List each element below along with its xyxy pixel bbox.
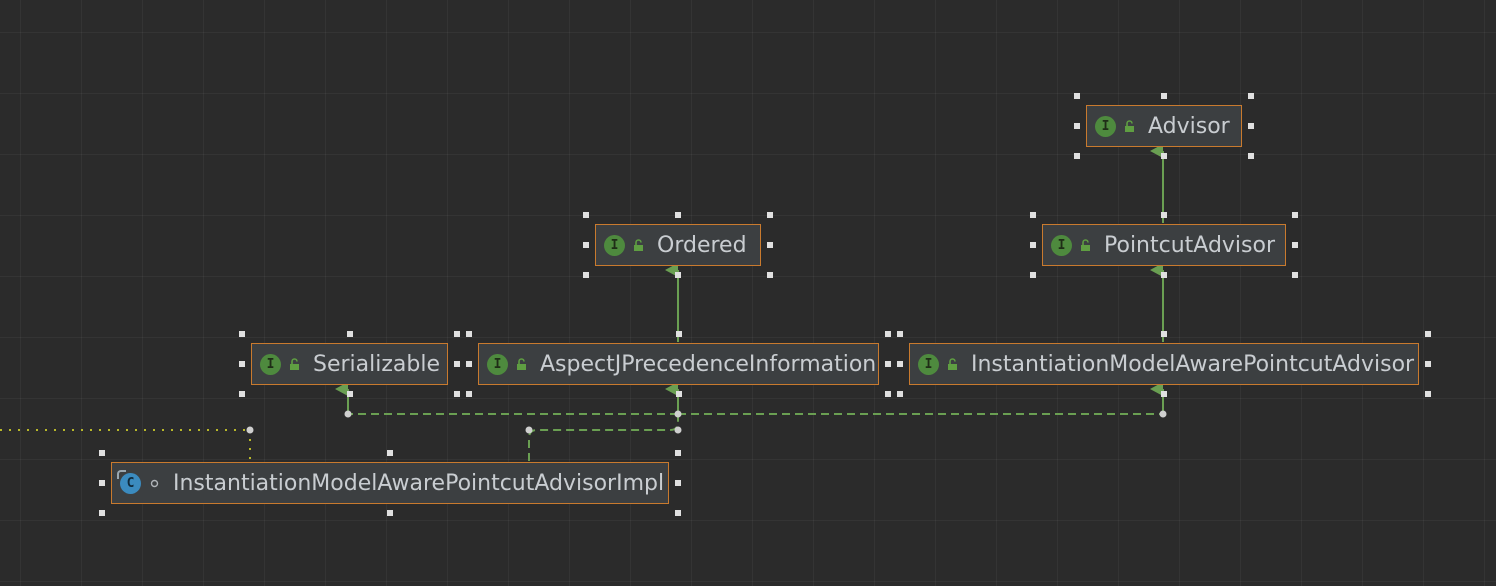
resize-handle[interactable]: [1248, 93, 1254, 99]
bend-point[interactable]: [344, 410, 352, 418]
node-ordered[interactable]: I Ordered: [595, 224, 761, 266]
unlocked-icon: [1122, 119, 1136, 133]
resize-handle[interactable]: [1161, 93, 1167, 99]
resize-handle[interactable]: [1161, 391, 1167, 397]
resize-handle[interactable]: [1030, 242, 1036, 248]
interface-icon: I: [487, 353, 508, 375]
resize-handle[interactable]: [675, 391, 682, 397]
interface-icon: I: [1051, 234, 1072, 256]
resize-handle[interactable]: [1161, 212, 1167, 218]
unlocked-icon: [945, 357, 959, 371]
resize-handle[interactable]: [466, 391, 472, 397]
resize-handle[interactable]: [466, 331, 472, 337]
resize-handle[interactable]: [1248, 153, 1254, 159]
interface-icon: I: [918, 353, 939, 375]
resize-handle[interactable]: [767, 242, 773, 248]
resize-handle[interactable]: [1030, 212, 1036, 218]
resize-handle[interactable]: [1425, 331, 1431, 337]
interface-icon: I: [260, 353, 281, 375]
resize-handle[interactable]: [1161, 272, 1167, 278]
node-imapa-impl[interactable]: C InstantiationModelAwarePointcutAdvisor…: [111, 462, 669, 504]
resize-handle[interactable]: [885, 391, 891, 397]
node-serializable[interactable]: I Serializable: [251, 343, 448, 385]
resize-handle[interactable]: [239, 391, 245, 397]
node-label: Serializable: [313, 351, 441, 377]
node-label: PointcutAdvisor: [1104, 232, 1276, 258]
resize-handle[interactable]: [99, 480, 105, 486]
resize-handle[interactable]: [675, 480, 681, 486]
resize-handle[interactable]: [885, 331, 891, 337]
resize-handle[interactable]: [675, 272, 681, 278]
resize-handle[interactable]: [675, 450, 681, 456]
bend-point[interactable]: [1159, 410, 1167, 418]
resize-handle[interactable]: [1161, 153, 1167, 159]
resize-handle[interactable]: [897, 361, 903, 367]
resize-handle[interactable]: [1425, 391, 1431, 397]
edge-impl-implements-trunk: [528, 414, 679, 461]
resize-handle[interactable]: [583, 212, 589, 218]
resize-handle[interactable]: [454, 331, 460, 337]
resize-handle[interactable]: [1248, 123, 1254, 129]
resize-handle[interactable]: [1425, 361, 1431, 367]
resize-handle[interactable]: [1074, 123, 1080, 129]
resize-handle[interactable]: [1074, 93, 1080, 99]
resize-handle[interactable]: [675, 331, 682, 337]
resize-handle[interactable]: [1030, 272, 1036, 278]
resize-handle[interactable]: [99, 510, 105, 516]
resize-handle[interactable]: [239, 331, 245, 337]
resize-handle[interactable]: [885, 361, 891, 367]
resize-handle[interactable]: [767, 212, 773, 218]
resize-handle[interactable]: [346, 331, 353, 337]
unlocked-icon: [1078, 238, 1092, 252]
resize-handle[interactable]: [239, 361, 245, 367]
resize-handle[interactable]: [454, 391, 460, 397]
unlocked-icon: [287, 357, 301, 371]
resize-handle[interactable]: [1074, 153, 1080, 159]
resize-handle[interactable]: [387, 450, 393, 456]
resize-handle[interactable]: [1161, 331, 1167, 337]
node-advisor[interactable]: I Advisor: [1086, 105, 1242, 147]
node-aspectj-precedence[interactable]: I AspectJPrecedenceInformation: [478, 343, 879, 385]
node-label: InstantiationModelAwarePointcutAdvisor: [971, 351, 1415, 377]
resize-handle[interactable]: [99, 450, 105, 456]
resize-handle[interactable]: [767, 272, 773, 278]
node-label: Advisor: [1148, 113, 1230, 139]
node-pointcut-advisor[interactable]: I PointcutAdvisor: [1042, 224, 1286, 266]
class-icon: C: [117, 469, 141, 494]
interface-icon: I: [604, 234, 625, 256]
resize-handle[interactable]: [583, 242, 589, 248]
bend-point[interactable]: [674, 426, 682, 434]
resize-handle[interactable]: [1292, 242, 1298, 248]
resize-handle[interactable]: [346, 391, 353, 397]
circle-icon: [147, 476, 161, 490]
node-label: InstantiationModelAwarePointcutAdvisorIm…: [173, 470, 665, 496]
resize-handle[interactable]: [897, 391, 903, 397]
resize-handle[interactable]: [387, 510, 393, 516]
bend-point[interactable]: [246, 426, 254, 434]
resize-handle[interactable]: [1292, 212, 1298, 218]
resize-handle[interactable]: [897, 331, 903, 337]
node-imapa[interactable]: I InstantiationModelAwarePointcutAdvisor: [909, 343, 1419, 385]
node-label: AspectJPrecedenceInformation: [540, 351, 877, 377]
bend-point[interactable]: [525, 426, 533, 434]
resize-handle[interactable]: [454, 361, 460, 367]
unlocked-icon: [514, 357, 528, 371]
node-label: Ordered: [657, 232, 747, 258]
resize-handle[interactable]: [583, 272, 589, 278]
resize-handle[interactable]: [675, 212, 681, 218]
resize-handle[interactable]: [466, 361, 472, 367]
interface-icon: I: [1095, 115, 1116, 137]
unlocked-icon: [631, 238, 645, 252]
bend-point[interactable]: [674, 410, 682, 418]
resize-handle[interactable]: [675, 510, 681, 516]
resize-handle[interactable]: [1292, 272, 1298, 278]
